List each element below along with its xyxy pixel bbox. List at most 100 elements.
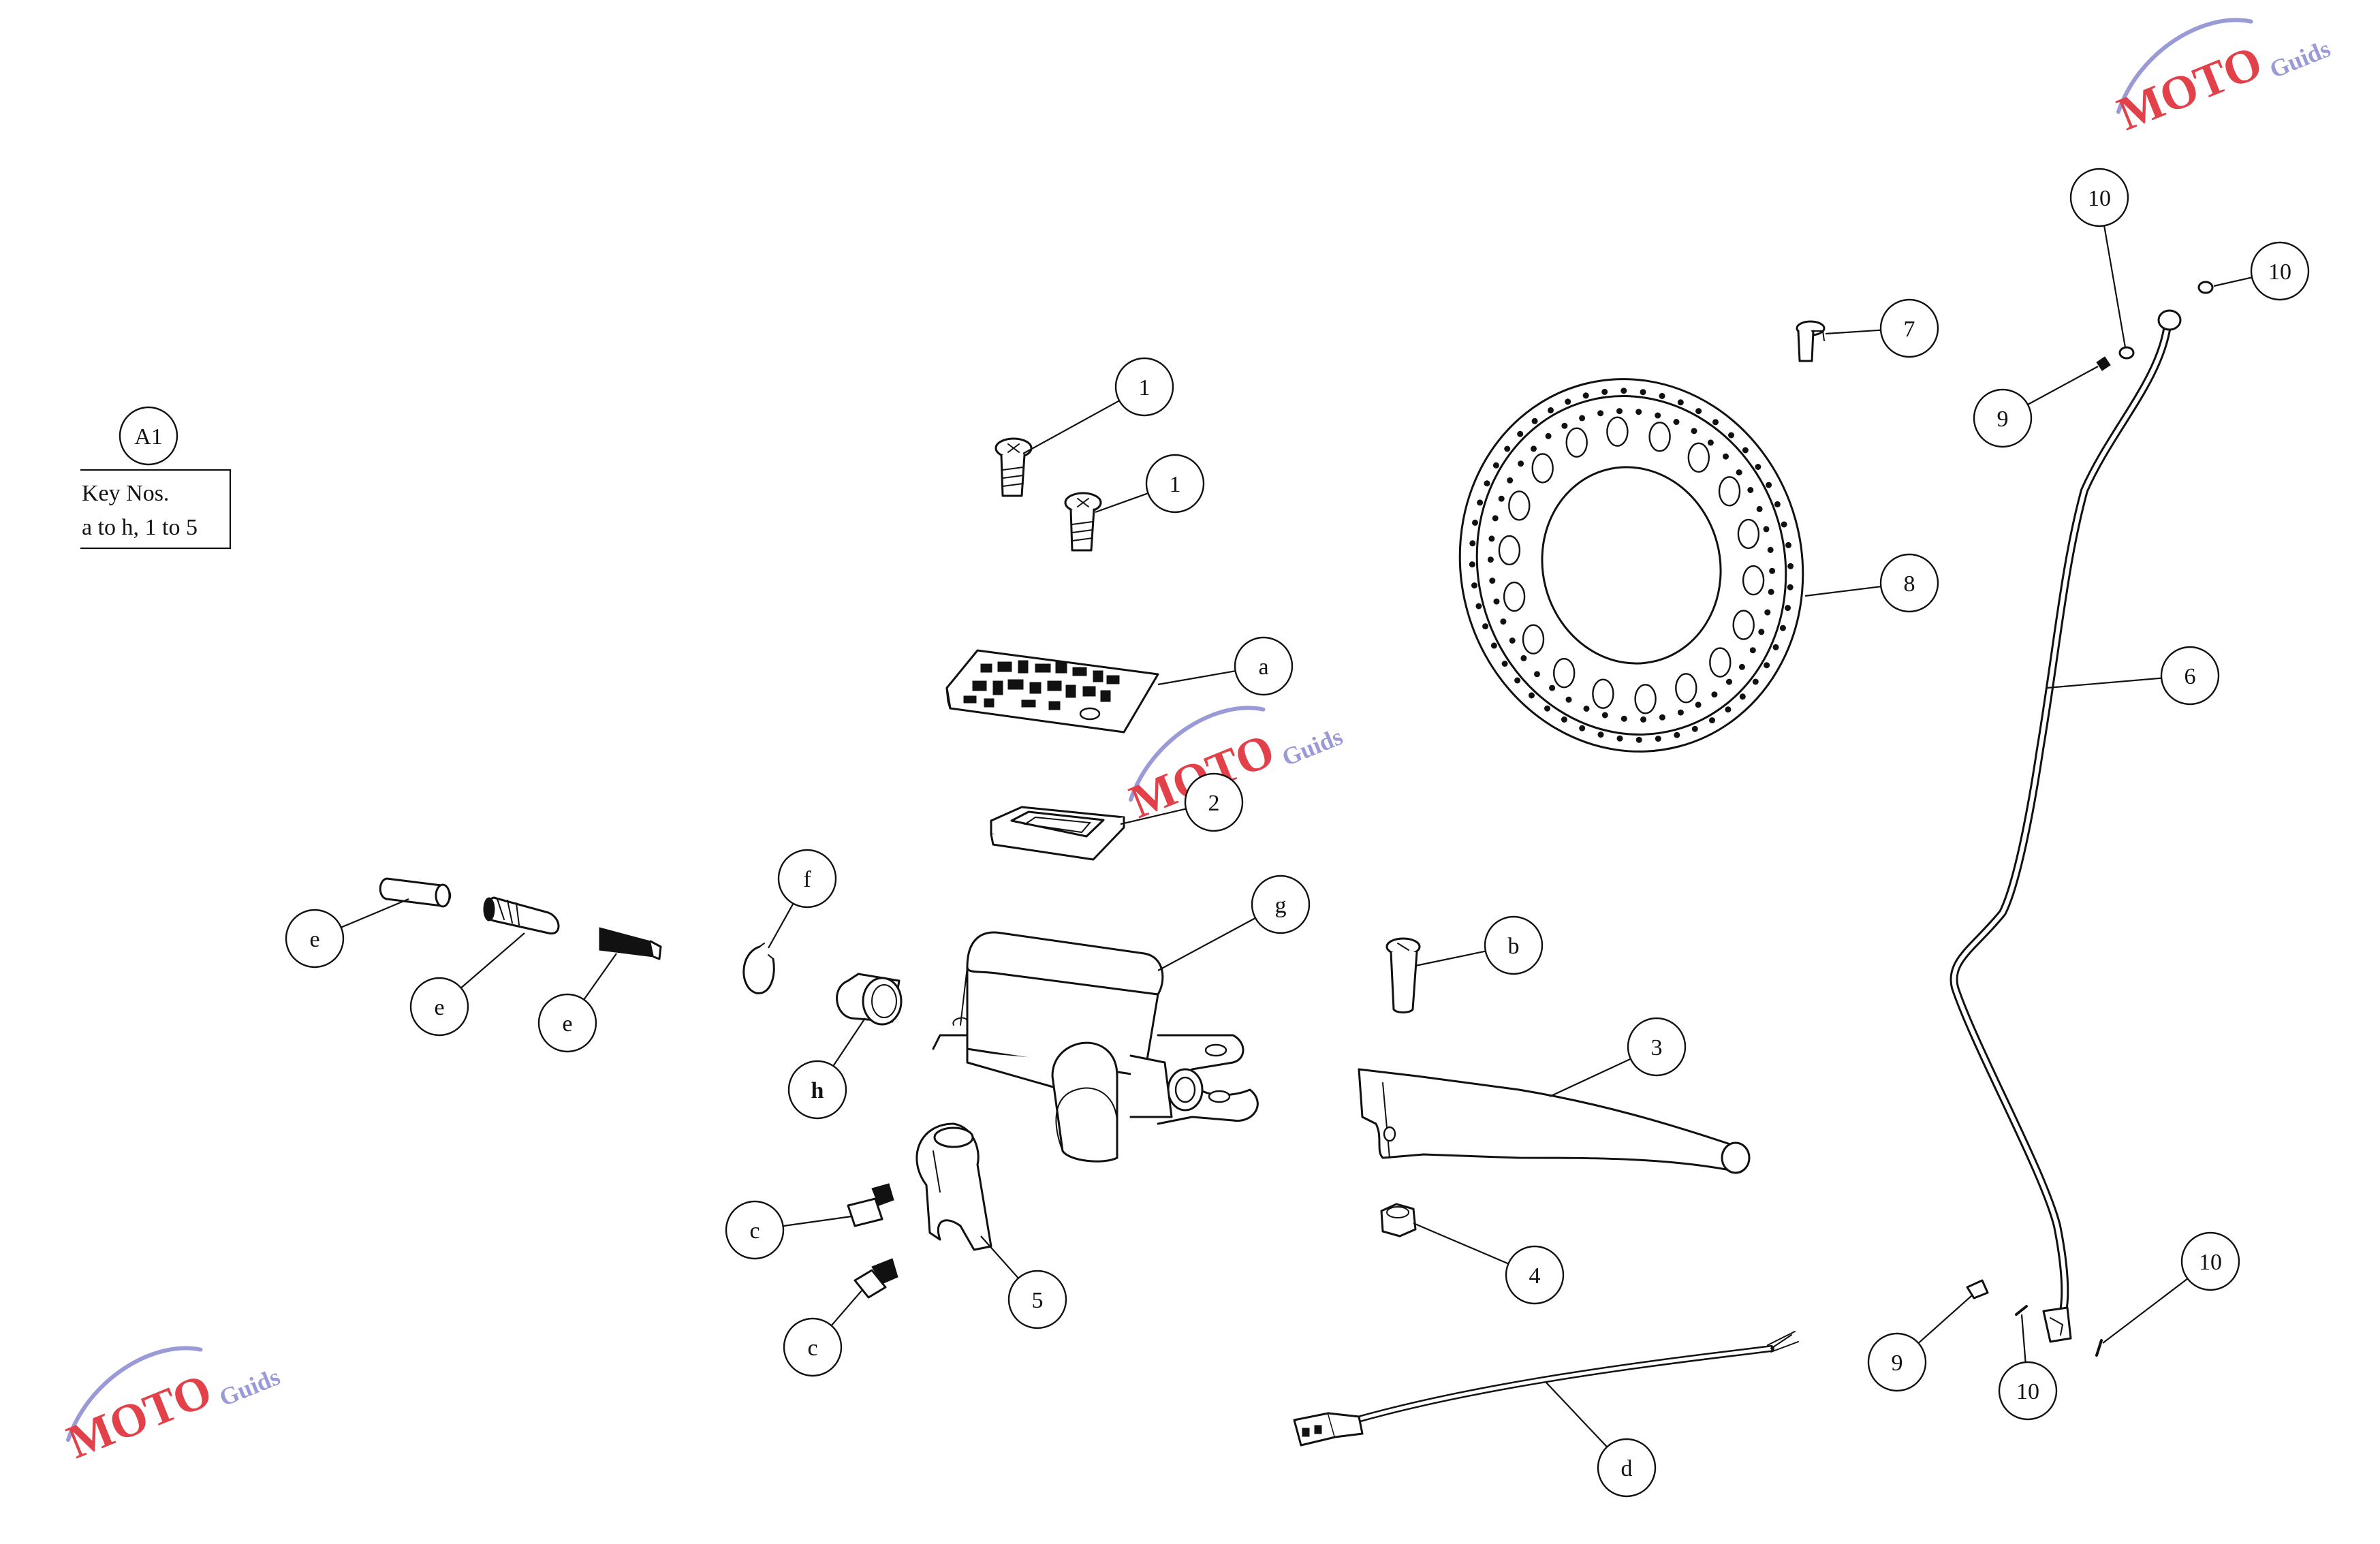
callout-circle bbox=[1505, 1245, 1565, 1305]
callout-ce1: e bbox=[285, 898, 409, 968]
drill-hole bbox=[1492, 515, 1499, 522]
callout-c5: 5 bbox=[980, 1235, 1067, 1329]
drill-hole bbox=[1781, 521, 1787, 528]
drill-hole bbox=[1764, 609, 1771, 616]
callout-circle bbox=[1234, 636, 1294, 696]
clamp-bolt-c2 bbox=[854, 1258, 898, 1299]
drill-hole bbox=[1520, 655, 1527, 661]
leader-line bbox=[341, 898, 409, 928]
callout-c3: 3 bbox=[1549, 1017, 1687, 1097]
clamp-bolt-c1 bbox=[847, 1183, 894, 1227]
cover-screw-1 bbox=[995, 437, 1033, 497]
drill-hole bbox=[1565, 398, 1571, 405]
callout-circle bbox=[537, 993, 597, 1053]
callout-label: 9 bbox=[1997, 407, 2009, 432]
carrier-hole bbox=[1675, 673, 1697, 704]
callout-circle bbox=[1114, 357, 1174, 417]
drill-hole bbox=[1517, 430, 1524, 437]
leader-line bbox=[1825, 329, 1881, 335]
lever-pivot-bolt-b bbox=[1385, 937, 1421, 1013]
drill-hole bbox=[1561, 716, 1567, 723]
callout-label: a bbox=[1258, 655, 1268, 680]
callout-c10d: 10 bbox=[2102, 1231, 2240, 1344]
drill-hole bbox=[1774, 501, 1781, 507]
callout-circle bbox=[1998, 1361, 2058, 1421]
callout-label: d bbox=[1621, 1456, 1633, 1481]
drill-hole bbox=[1752, 678, 1759, 685]
drill-hole bbox=[1488, 535, 1495, 542]
svg-text:Guids: Guids bbox=[215, 1363, 283, 1412]
drill-hole bbox=[1691, 428, 1697, 435]
callout-circle bbox=[725, 1200, 785, 1260]
callout-ch: h bbox=[787, 1018, 866, 1120]
drill-hole bbox=[1531, 417, 1538, 424]
drill-hole bbox=[1677, 399, 1684, 406]
dust-boot-e3 bbox=[599, 927, 662, 960]
drill-hole bbox=[1601, 388, 1608, 395]
watermark-logo-bottom-left: MOTO Guids bbox=[60, 1346, 284, 1469]
drill-hole bbox=[1635, 736, 1642, 743]
drill-hole bbox=[1501, 661, 1508, 667]
drill-hole bbox=[1490, 642, 1497, 649]
drill-hole bbox=[1768, 588, 1774, 595]
leader-line bbox=[1095, 492, 1148, 514]
drill-hole bbox=[1500, 618, 1507, 625]
callout-cb: b bbox=[1415, 915, 1544, 975]
drill-hole bbox=[1601, 712, 1608, 719]
drill-hole bbox=[1674, 731, 1680, 738]
callout-label: e bbox=[562, 1011, 572, 1037]
callout-label: c bbox=[749, 1218, 760, 1244]
leader-line bbox=[1157, 670, 1236, 686]
brake-light-switch-d bbox=[1293, 1331, 1799, 1447]
assembly-key: A1 Key Nos. a to h, 1 to 5 bbox=[80, 406, 232, 550]
leader-line bbox=[1546, 1382, 1608, 1448]
callout-label: 10 bbox=[2268, 259, 2291, 285]
brake-lever-3 bbox=[1358, 1068, 1751, 1174]
drill-hole bbox=[1597, 410, 1604, 417]
callout-circle bbox=[409, 977, 469, 1037]
drill-hole bbox=[1469, 561, 1475, 568]
callout-circle bbox=[1484, 915, 1544, 975]
drill-hole bbox=[1677, 709, 1684, 716]
drill-hole bbox=[1709, 717, 1715, 724]
callout-label: g bbox=[1275, 893, 1287, 918]
callout-cd: d bbox=[1546, 1382, 1657, 1498]
callout-circle bbox=[783, 1317, 843, 1377]
drill-hole bbox=[1785, 605, 1791, 612]
callout-label: 4 bbox=[1529, 1263, 1541, 1289]
callout-circle bbox=[1627, 1017, 1687, 1077]
drill-hole bbox=[1726, 678, 1732, 685]
watermark-logo-top-right: MOTO Guids bbox=[2110, 18, 2334, 141]
leader-line bbox=[768, 903, 794, 949]
callout-circle bbox=[1251, 875, 1311, 934]
drill-hole bbox=[1772, 644, 1779, 650]
callout-circle bbox=[2250, 241, 2310, 301]
callout-label: 5 bbox=[1032, 1288, 1044, 1313]
drill-hole bbox=[1787, 563, 1794, 569]
drill-hole bbox=[1482, 623, 1489, 630]
drill-hole bbox=[1509, 637, 1516, 644]
callout-c2: 2 bbox=[1120, 772, 1244, 832]
leader-line bbox=[460, 932, 525, 989]
callout-label: 3 bbox=[1651, 1035, 1663, 1060]
callout-c9a: 9 bbox=[1973, 366, 2099, 448]
drill-hole bbox=[1489, 578, 1496, 584]
leader-line bbox=[2103, 225, 2127, 348]
leader-line bbox=[783, 1215, 852, 1227]
drill-hole bbox=[1469, 540, 1476, 547]
disc-bolt-7 bbox=[1796, 320, 1826, 362]
drill-hole bbox=[1583, 706, 1590, 712]
carrier-hole bbox=[1634, 684, 1657, 714]
drill-hole bbox=[1655, 736, 1661, 742]
carrier-hole bbox=[1687, 442, 1710, 473]
assembly-ref-label: A1 bbox=[134, 424, 163, 450]
reservoir-cover-a bbox=[945, 649, 1159, 734]
drill-hole bbox=[1640, 716, 1646, 723]
brake-hose-6 bbox=[1950, 309, 2182, 1343]
drill-hole bbox=[1477, 499, 1484, 506]
drill-hole bbox=[1769, 567, 1776, 574]
drill-hole bbox=[1767, 546, 1774, 553]
leader-line bbox=[1804, 586, 1881, 597]
sealing-washer-10b bbox=[2197, 281, 2214, 294]
